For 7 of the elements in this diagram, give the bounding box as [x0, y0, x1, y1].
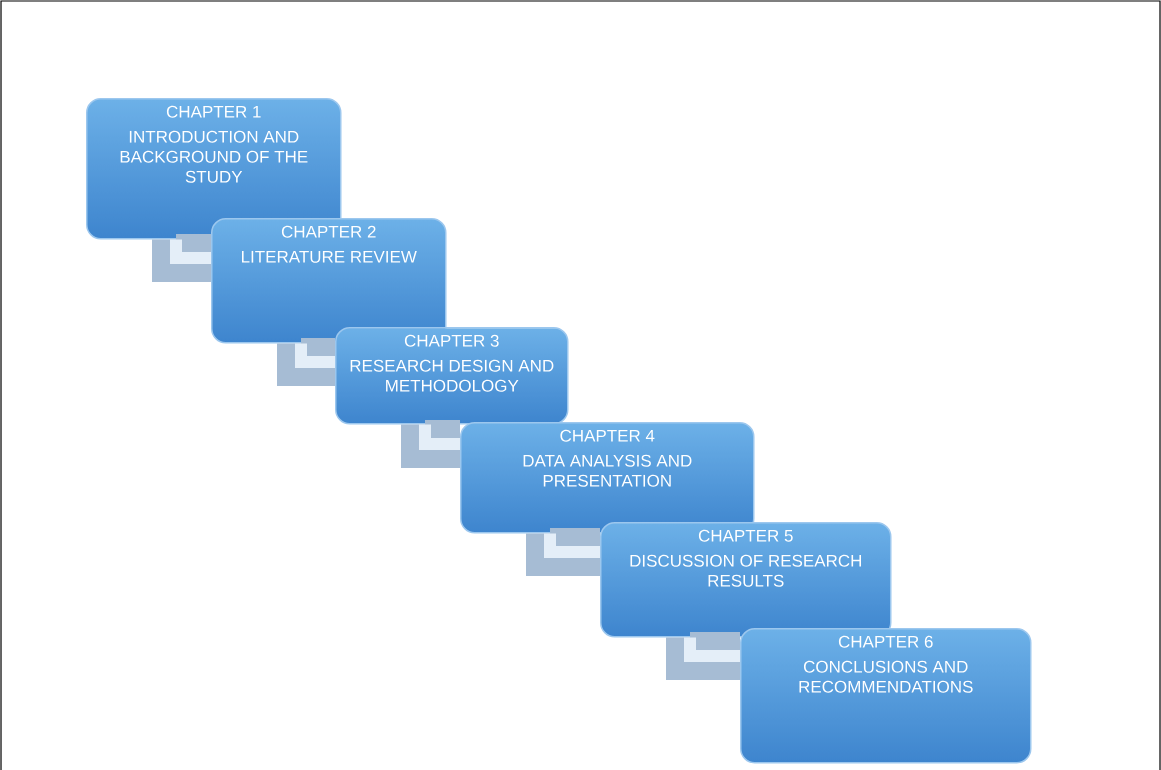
bent-connector: [277, 338, 335, 386]
process-box: CHAPTER 6 CONCLUSIONS AND RECOMMENDATIONS: [740, 628, 1032, 764]
bent-connector: [526, 528, 600, 576]
process-box: CHAPTER 3 RESEARCH DESIGN AND METHODOLOGY: [335, 327, 569, 425]
bent-connector: [152, 234, 211, 282]
bent-connector: [666, 632, 740, 680]
bent-connector: [401, 420, 460, 468]
